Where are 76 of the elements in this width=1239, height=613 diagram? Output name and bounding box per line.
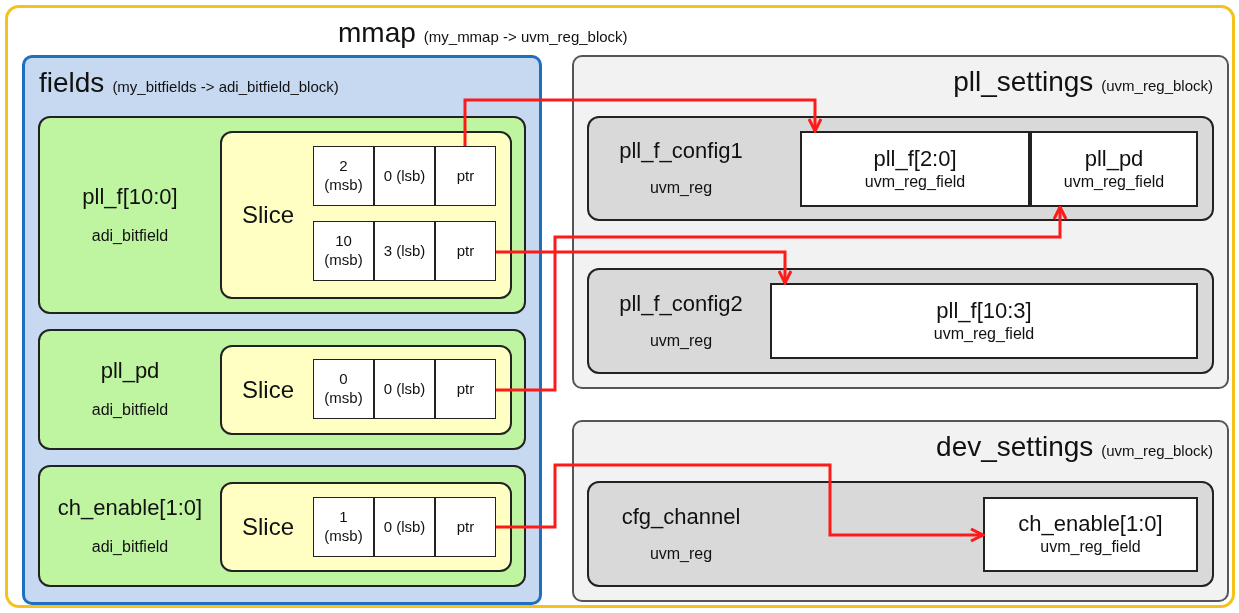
- field-name: ch_enable[1:0]: [1018, 512, 1163, 537]
- cell-text: 1 (msb): [323, 508, 364, 546]
- arrow: [463, 98, 823, 146]
- memory-map-frame: [5, 5, 1235, 608]
- type-label: uvm_reg_field: [933, 324, 1035, 344]
- bitfield-name: pll_pd: [100, 359, 160, 384]
- type-label: adi_bitfield: [91, 537, 169, 557]
- field-name: pll_pd: [1084, 146, 1144, 171]
- block-type-label: (my_mmap -> uvm_reg_block): [423, 28, 628, 45]
- cell-text: 10 (msb): [323, 232, 364, 270]
- block-title: mmap: [338, 18, 416, 49]
- slice-cell: [313, 359, 374, 419]
- bitfield-name: pll_f[10:0]: [82, 184, 178, 209]
- block-title: dev_settings: [936, 432, 1094, 463]
- register-field-box: [770, 283, 1198, 359]
- slice-cell: [374, 221, 435, 281]
- slice-cell: [435, 146, 496, 206]
- bitfield-box: [38, 465, 526, 587]
- field-name: pll_f[2:0]: [873, 146, 957, 171]
- register-box: [587, 268, 1214, 374]
- type-label: uvm_reg: [649, 331, 713, 351]
- slice-cell: [374, 497, 435, 557]
- type-label: uvm_reg_field: [864, 172, 966, 192]
- cell-text: 3 (lsb): [383, 241, 426, 261]
- cell-text: 0 (lsb): [383, 379, 426, 399]
- slice-label: Slice: [242, 201, 294, 229]
- slice-cell: [313, 497, 374, 557]
- register-box: [587, 481, 1214, 587]
- bitfield-box: [38, 116, 526, 314]
- slice-cell: [313, 146, 374, 206]
- arrow: [496, 205, 1068, 392]
- type-label: adi_bitfield: [91, 226, 169, 246]
- slice-cell: [435, 359, 496, 419]
- bitfield-block-panel: [22, 55, 542, 605]
- bitfield-name: ch_enable[1:0]: [57, 495, 203, 520]
- cell-text: ptr: [455, 517, 476, 537]
- slice-cell: [435, 497, 496, 557]
- cell-text: ptr: [455, 379, 476, 399]
- type-label: uvm_reg_field: [1040, 538, 1141, 557]
- type-label: uvm_reg_field: [1063, 172, 1165, 192]
- slice-box: [220, 131, 512, 299]
- slice-cell: [435, 221, 496, 281]
- register-name: cfg_channel: [621, 504, 741, 529]
- register-field-box: [983, 497, 1198, 572]
- register-field-box: [800, 131, 1030, 207]
- register-block-panel: [572, 55, 1229, 389]
- slice-cell: [374, 359, 435, 419]
- block-type-label: (my_bitfields -> adi_bitfield_block): [112, 78, 339, 95]
- slice-box: [220, 482, 512, 572]
- block-type-label: (uvm_reg_block): [1101, 442, 1213, 459]
- register-box: [587, 116, 1214, 221]
- field-name: pll_f[10:3]: [936, 298, 1032, 323]
- block-type-label: (uvm_reg_block): [1101, 77, 1213, 94]
- slice-box: [220, 345, 512, 435]
- cell-text: 0 (lsb): [383, 517, 426, 537]
- slice-cell: [374, 146, 435, 206]
- block-title: fields: [39, 68, 105, 99]
- register-field-box: [1030, 131, 1198, 207]
- cell-text: 0 (lsb): [383, 166, 426, 186]
- arrow: [496, 250, 793, 285]
- type-label: uvm_reg: [649, 179, 713, 198]
- type-label: uvm_reg: [649, 544, 713, 564]
- slice-label: Slice: [242, 513, 294, 541]
- cell-text: ptr: [455, 166, 476, 186]
- register-name: pll_f_config2: [619, 291, 743, 316]
- slice-cell: [313, 221, 374, 281]
- cell-text: 0 (msb): [323, 370, 364, 408]
- register-block-panel: [572, 420, 1229, 602]
- arrow: [496, 463, 985, 543]
- cell-text: 2 (msb): [323, 157, 364, 195]
- register-name: pll_f_config1: [619, 139, 743, 164]
- slice-label: Slice: [242, 376, 294, 404]
- bitfield-box: [38, 329, 526, 450]
- block-title: pll_settings: [953, 67, 1094, 98]
- cell-text: ptr: [455, 241, 476, 261]
- type-label: adi_bitfield: [91, 401, 169, 420]
